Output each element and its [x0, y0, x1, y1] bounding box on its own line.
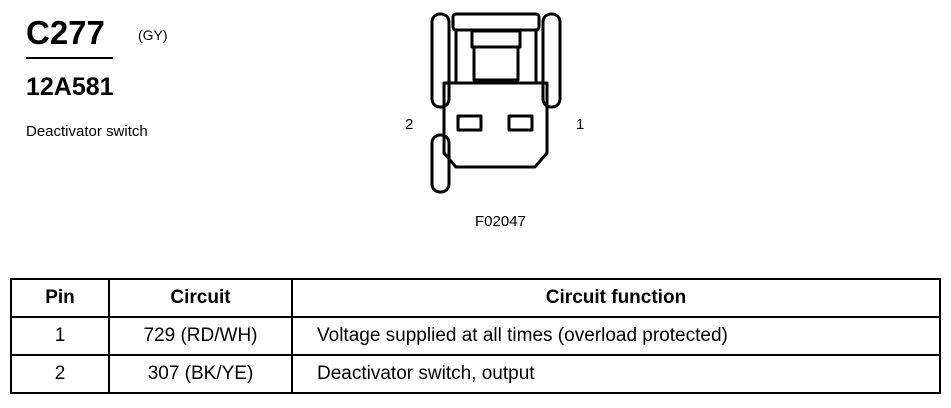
cell-pin: 2: [10, 354, 110, 394]
header-circuit-function: Circuit function: [291, 278, 941, 318]
connector-id: C277: [26, 14, 105, 51]
color-code: (GY): [138, 27, 168, 43]
connector-description: Deactivator switch: [26, 123, 148, 140]
table-header-row: Pin Circuit Circuit function: [10, 278, 941, 318]
part-number: 12A581: [26, 73, 114, 101]
table-row: 2 307 (BK/YE) Deactivator switch, output: [10, 354, 941, 394]
connector-face-diagram: 2 1: [405, 12, 584, 194]
pin-1-label: 1: [576, 116, 584, 133]
left-lower-latch: [430, 133, 451, 194]
pin-1-cavity: [507, 114, 534, 132]
pin-2-label: 2: [405, 116, 413, 133]
cell-circuit-function: Voltage supplied at all times (overload …: [291, 316, 941, 356]
cell-circuit: 729 (RD/WH): [108, 316, 293, 356]
pin-2-cavity: [456, 114, 483, 132]
connector-housing: [442, 81, 549, 169]
cell-pin: 1: [10, 316, 110, 356]
figure-id: F02047: [475, 213, 526, 230]
cell-circuit-function: Deactivator switch, output: [291, 354, 941, 394]
connector-id-underline: [26, 57, 113, 59]
cell-circuit: 307 (BK/YE): [108, 354, 293, 394]
right-latch: [541, 12, 562, 109]
header-circuit: Circuit: [108, 278, 293, 318]
inner-key: [470, 29, 522, 49]
top-key-tab: [451, 12, 541, 32]
inner-frame: [454, 30, 538, 85]
inner-window: [472, 45, 520, 82]
left-upper-latch: [430, 12, 451, 109]
pin-table: Pin Circuit Circuit function 1 729 (RD/W…: [10, 278, 941, 394]
header-pin: Pin: [10, 278, 110, 318]
table-row: 1 729 (RD/WH) Voltage supplied at all ti…: [10, 316, 941, 356]
